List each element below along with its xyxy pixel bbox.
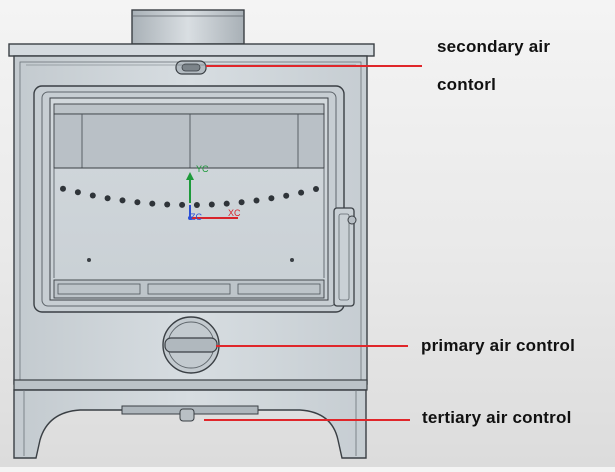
secondary-air-slider <box>26 60 356 75</box>
airwash-hole <box>208 201 215 208</box>
axis-label-x: XC <box>228 208 241 218</box>
secondary-air-label-line2: contorl <box>437 75 497 94</box>
airwash-hole <box>134 199 141 206</box>
airwash-hole <box>179 201 186 208</box>
airwash-hole <box>283 192 290 199</box>
leader-lines <box>204 65 422 421</box>
airwash-hole <box>119 197 126 204</box>
primary-air-label: primary air control <box>421 336 576 355</box>
axis-label-z: ZC <box>190 212 202 222</box>
top-plate <box>8 43 375 57</box>
primary-air-knob <box>162 316 220 374</box>
airwash-hole <box>238 199 245 206</box>
flue-collar <box>131 9 245 45</box>
airwash-hole <box>268 195 275 202</box>
airwash-hole <box>60 185 66 192</box>
airwash-hole <box>74 189 81 196</box>
airwash-hole <box>253 197 260 204</box>
airwash-hole <box>193 202 200 208</box>
airwash-hole <box>149 200 156 207</box>
airwash-holes <box>60 185 319 208</box>
tertiary-air-label: tertiary air control <box>422 408 572 427</box>
stove-legs <box>13 389 367 459</box>
airwash-hole <box>104 195 111 202</box>
airwash-hole <box>164 201 171 208</box>
airwash-hole <box>313 186 319 192</box>
airwash-hole <box>298 189 305 196</box>
airwash-hole <box>89 192 96 199</box>
secondary-air-label-line1: secondary air <box>437 37 551 56</box>
tertiary-air-control <box>121 405 259 422</box>
axis-triad: YC ZC XC <box>186 164 241 222</box>
axis-label-y: YC <box>196 164 209 174</box>
door-handle <box>333 207 357 307</box>
airwash-hole <box>223 200 230 207</box>
